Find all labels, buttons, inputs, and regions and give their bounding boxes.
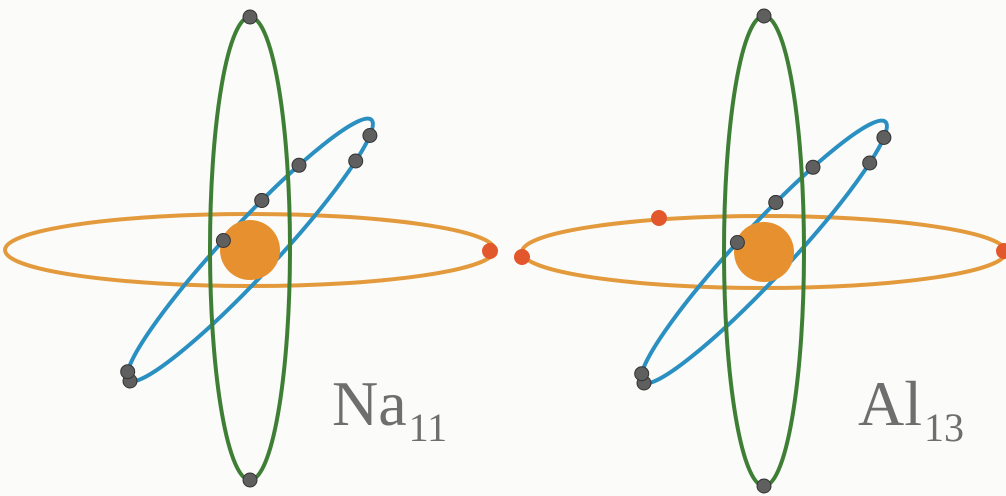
aluminium-label: Al13 <box>858 372 964 436</box>
sodium-l-electron-1 <box>216 234 230 248</box>
aluminium-l-electron-6 <box>635 367 649 381</box>
aluminium-m-electron-1 <box>514 249 530 265</box>
sodium-l-electron-3 <box>363 129 377 143</box>
sodium-nucleus <box>220 220 280 280</box>
aluminium-m-electron-3 <box>996 243 1006 259</box>
aluminium-l-electron-7 <box>769 196 783 210</box>
aluminium-m-electron-2 <box>651 210 667 226</box>
aluminium-l-electron-3 <box>877 131 891 145</box>
aluminium-l-electron-1 <box>730 236 744 250</box>
aluminium-l-electron-8 <box>806 160 820 174</box>
sodium-l-electron-6 <box>121 365 135 379</box>
sodium-atomic-number: 11 <box>409 405 448 450</box>
aluminium-k-electron-2 <box>757 479 771 493</box>
sodium-k-electron-1 <box>243 10 257 24</box>
aluminium-symbol: Al <box>858 368 922 439</box>
sodium-label: Na11 <box>332 372 447 436</box>
sodium-m-electron-1 <box>482 243 498 259</box>
sodium-l-electron-8 <box>292 158 306 172</box>
aluminium-nucleus <box>734 222 794 282</box>
aluminium-l-electron-4 <box>863 156 877 170</box>
sodium-k-electron-2 <box>243 473 257 487</box>
sodium-l-electron-4 <box>349 154 363 168</box>
sodium-symbol: Na <box>332 368 407 439</box>
aluminium-k-electron-1 <box>757 9 771 23</box>
sodium-l-electron-7 <box>255 194 269 208</box>
aluminium-atomic-number: 13 <box>924 405 964 450</box>
